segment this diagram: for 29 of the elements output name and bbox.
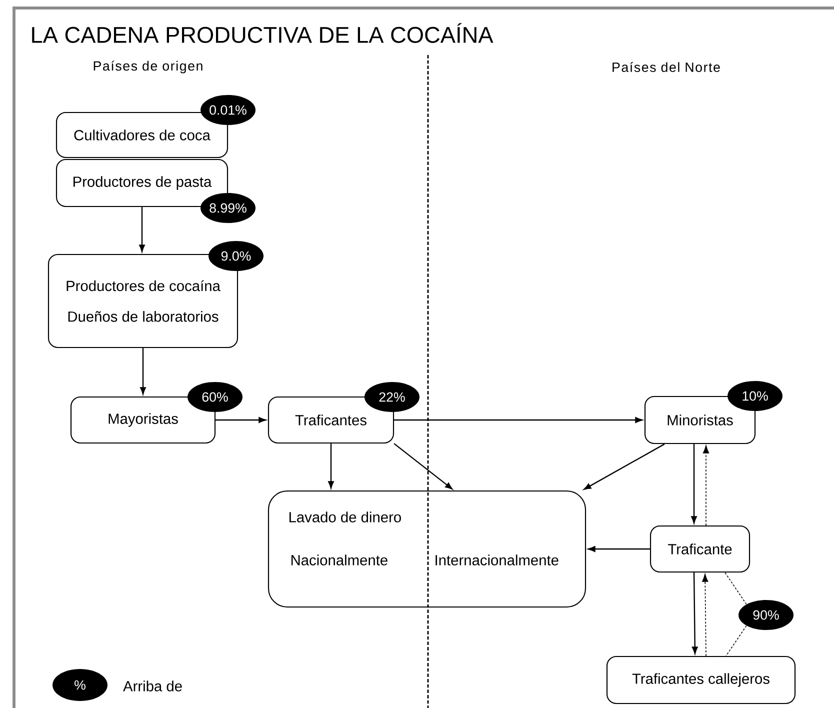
process-box: Lavado de dinero Nacionalmente Internacionalmente — [268, 490, 586, 608]
percent-badge: 90% — [738, 600, 794, 630]
arrow — [328, 444, 334, 488]
arrow — [394, 417, 642, 423]
title: LA CADENA PRODUCTIVA DE LA COCAÍNA — [32, 23, 494, 43]
arrow — [588, 546, 650, 552]
percent-badge: 22% — [364, 382, 420, 412]
percent-badge: 9.0% — [208, 241, 264, 271]
arrow — [692, 572, 698, 654]
arrow — [140, 348, 146, 394]
process-box: Traficante — [650, 525, 750, 573]
process-box: Traficantes callejeros — [606, 656, 796, 704]
arrow — [691, 444, 697, 524]
region-label: Países del Norte — [612, 62, 720, 72]
percent-badge: 10% — [728, 381, 782, 411]
arrow — [702, 445, 710, 526]
arrow — [139, 207, 145, 252]
arrow — [394, 443, 453, 490]
leader-line — [724, 572, 747, 605]
percent-badge: % — [52, 669, 108, 701]
legend-text: Arriba de — [123, 680, 182, 692]
percent-badge: 60% — [188, 382, 242, 412]
percent-badge: 0.01% — [200, 95, 256, 125]
percent-badge: 8.99% — [200, 193, 256, 223]
arrow — [584, 444, 665, 490]
arrow — [702, 574, 708, 656]
arrow — [216, 417, 266, 423]
region-label: Países de origen — [94, 60, 202, 74]
leader-line — [726, 625, 747, 656]
